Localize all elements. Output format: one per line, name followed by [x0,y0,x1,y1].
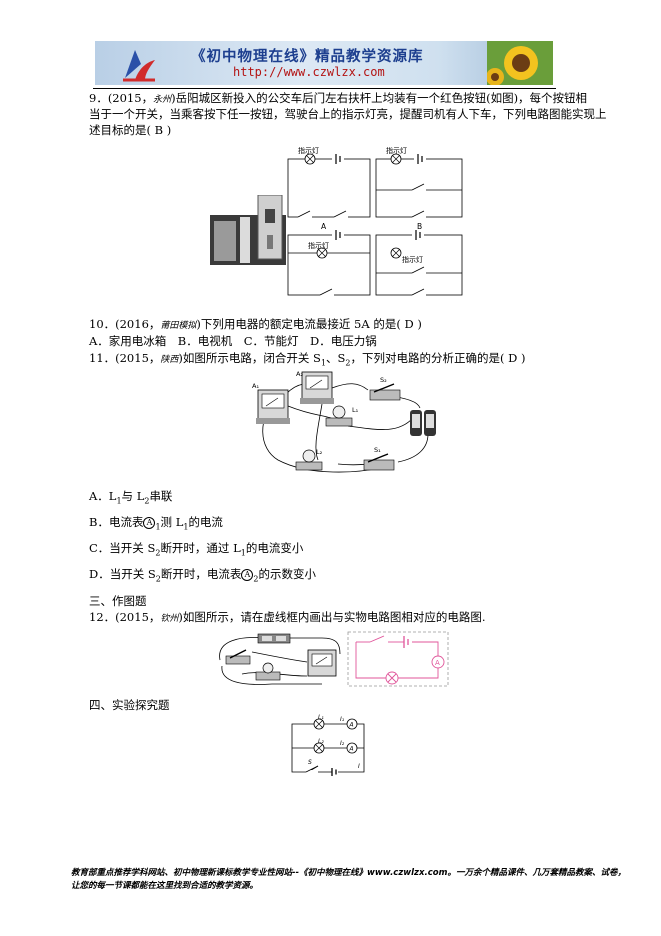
section-4-heading: 四、实验探究题 [89,698,170,712]
q12-figure: A [219,631,449,687]
label-s: S [308,759,312,766]
lamp-label-a: 指示灯 [298,146,319,155]
q11-physical-circuit: A₂ A₁ S₂ L₁ L₂ S₁ [252,370,436,473]
label-i: I [358,763,360,770]
ammeter-a2-symbol: A [241,569,254,581]
label-a2: A₂ [296,370,303,378]
lamp-l1-icon [325,405,353,427]
q12-stem: 12．(2015，钦州)如图所示，请在虚线框内画出与实物电路图相对应的电路图. [89,610,486,624]
q12-switch-icon [225,649,251,665]
q9-circuit-diagrams: 指示灯 指示灯 指示灯 指示灯 A B C D [287,146,463,301]
q12-answer-circuit [355,635,445,685]
header-banner: 《初中物理在线》精品教学资源库 http://www.czwlzx.com [95,41,553,85]
header-rule [93,88,556,89]
switch-s1-icon [363,453,395,471]
logo-icon [123,50,155,82]
label-s2: S₂ [380,376,387,384]
q9-line1: 9．(2015，永州)岳阳城区新投入的公交车后门左右扶杆上均装有一个红色按钮(如… [89,91,588,105]
bus-photo [210,195,286,265]
sunflower-icon [487,41,553,85]
q12-lamp-icon [255,662,281,681]
q12-ammeter-icon [307,649,337,677]
ammeter-a2-icon [300,371,334,404]
label-a-1: A [349,722,354,729]
lamp-label-c: 指示灯 [308,241,329,250]
q9-line3: 述目标的是( B ) [89,123,172,137]
option-d-label: D [416,300,422,301]
label-s1: S₁ [374,446,381,454]
label-l1: L₁ [352,406,359,414]
option-b-label: B [417,222,422,231]
label-l2: L₂ [318,738,324,745]
label-l1: L₁ [318,714,324,721]
q12-answer-ammeter-label: A [435,659,440,667]
option-c-label: C [324,300,329,301]
q10-choices: A．家用电冰箱 B．电视机 C．节能灯 D．电压力锅 [89,334,377,348]
q9-line2: 当于一个开关，当乘客按下任一按钮，驾驶台上的指示灯亮，提醒司机有人下车，下列电路… [89,107,607,121]
label-a-2: A [349,746,354,753]
label-i1: I₁ [340,716,345,723]
ammeter-a1-icon [256,389,290,424]
switch-s2-icon [369,383,401,401]
label-a1: A₁ [252,382,259,390]
section-3-heading: 三、作图题 [89,594,147,608]
ammeter-symbol [346,718,358,730]
ammeter-a1-symbol: A [143,517,156,529]
q11-option-c: C．当开关 S2断开时，通过 L1的电流变小 [89,541,304,558]
banner-title: 《初中物理在线》精品教学资源库 [191,49,424,65]
battery-icon [410,410,436,436]
footer-note: 教育部重点推荐学科网站、初中物理新课标教学专业性网站--《初中物理在线》www.… [71,868,626,891]
lamp-label-b: 指示灯 [386,146,407,155]
ammeter-2-symbol [346,742,358,754]
option-a-label: A [321,222,327,231]
q12-battery-icon [257,633,291,644]
q13-circuit-diagram: L₁ I₁ A L₂ I₂ A S I [291,714,365,776]
q10-stem: 10．(2016，莆田模拟)下列用电器的额定电流最接近 5A 的是( D ) [89,317,422,331]
q11-stem: 11．(2015，陕西)如图所示电路，闭合开关 S1、S2，下列对电路的分析正确… [89,351,526,368]
q12-answer-box [347,631,449,687]
lamp-l2-icon [295,449,323,471]
label-i2: I₂ [340,740,345,747]
lamp-label-d: 指示灯 [402,255,423,264]
banner-url[interactable]: http://www.czwlzx.com [233,65,385,79]
q11-option-a: A．L1与 L2串联 [89,489,173,506]
label-l2: L₂ [316,448,323,456]
